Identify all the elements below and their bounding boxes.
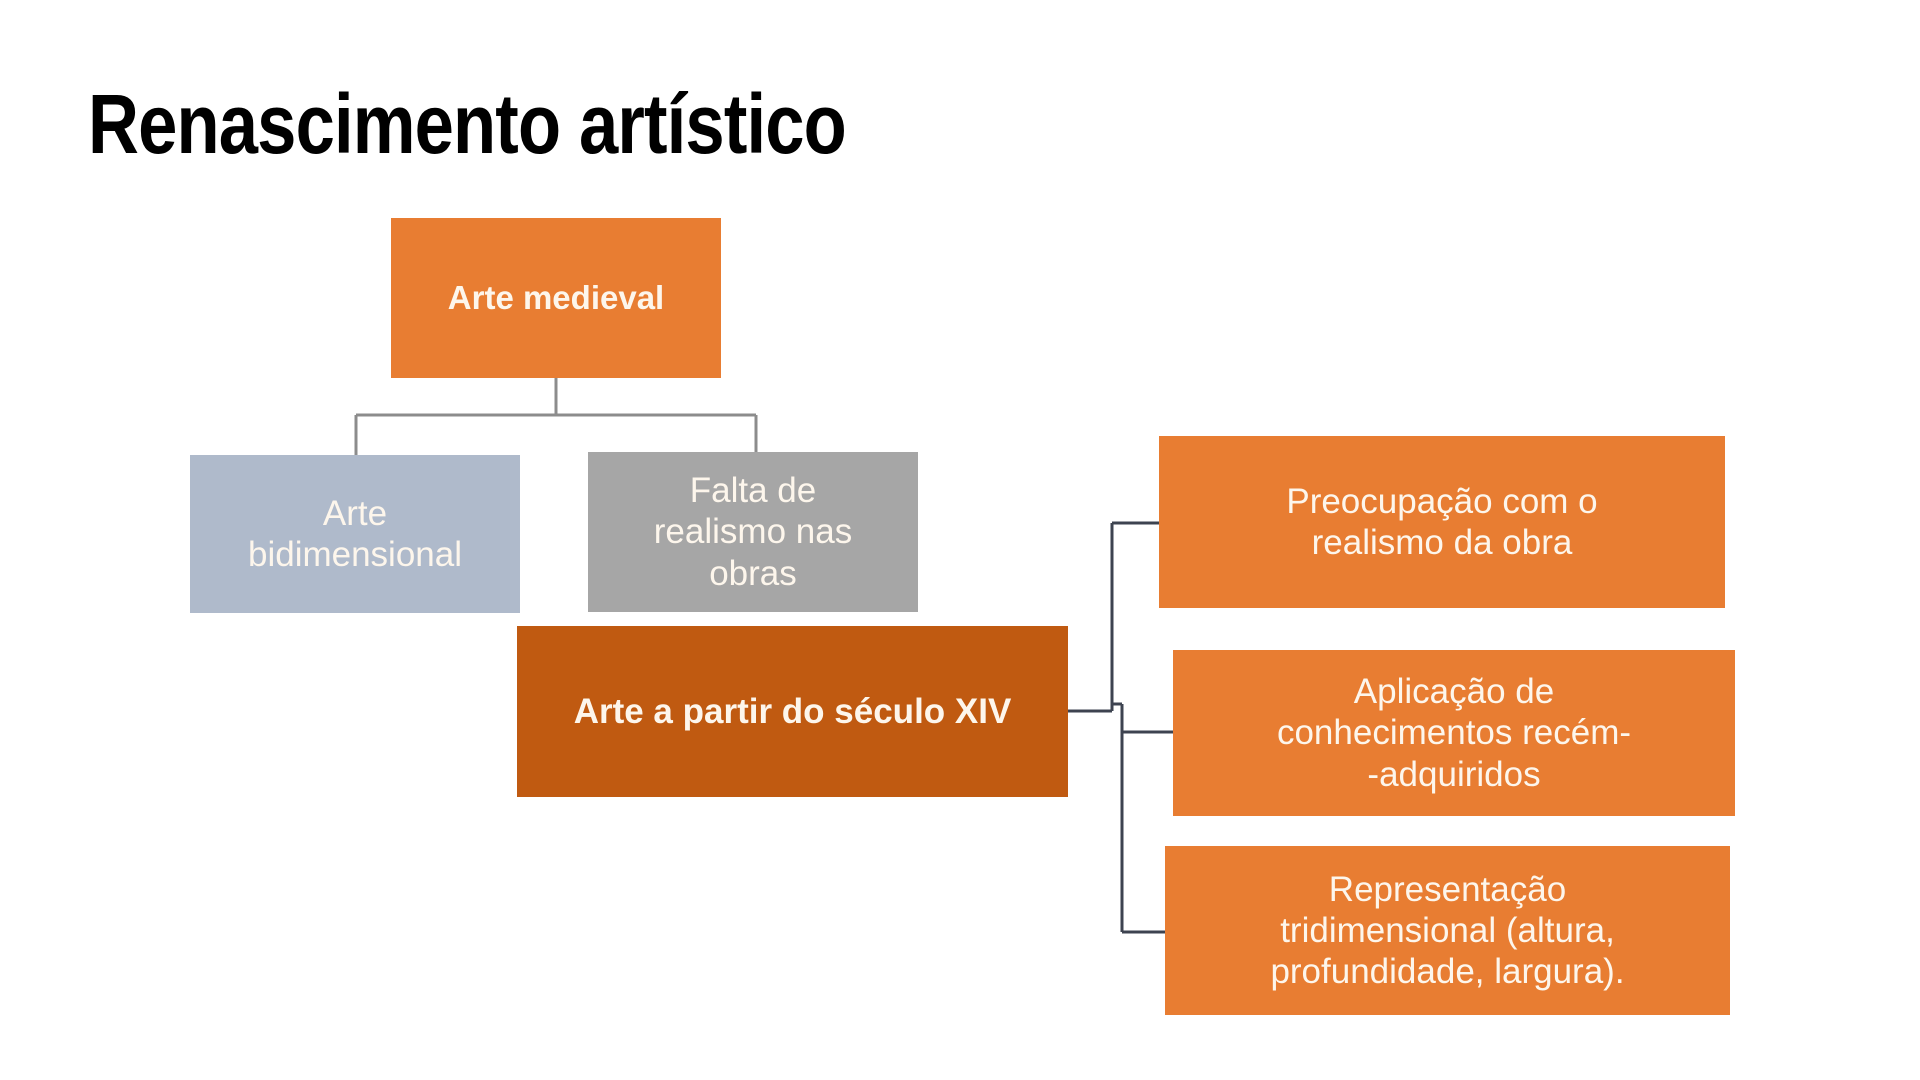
node-arte-medieval[interactable]: Arte medieval: [391, 218, 721, 378]
node-arte-bidimensional-label: Arte bidimensional: [247, 493, 463, 574]
node-arte-a-partir-do-seculo-xiv[interactable]: Arte a partir do século XIV: [517, 626, 1068, 797]
node-preocupacao-realismo-label: Preocupação com o realismo da obra: [1286, 481, 1598, 562]
node-aplicacao-conhecimentos-label: Aplicação de conhecimentos recém- -adqui…: [1276, 672, 1632, 794]
node-aplicacao-conhecimentos[interactable]: Aplicação de conhecimentos recém- -adqui…: [1173, 650, 1735, 816]
node-falta-de-realismo-nas-obras[interactable]: Falta de realismo nas obras: [588, 452, 918, 612]
node-arte-bidimensional[interactable]: Arte bidimensional: [190, 455, 520, 613]
node-representacao-tridimensional[interactable]: Representação tridimensional (altura, pr…: [1165, 846, 1730, 1015]
node-representacao-tridimensional-label: Representação tridimensional (altura, pr…: [1270, 869, 1625, 992]
node-arte-a-partir-do-seculo-xiv-label: Arte a partir do século XIV: [573, 691, 1012, 731]
node-falta-de-realismo-nas-obras-label: Falta de realismo nas obras: [653, 471, 853, 593]
node-arte-medieval-label: Arte medieval: [447, 278, 665, 316]
page-title: Renascimento artístico: [88, 77, 847, 171]
node-preocupacao-realismo[interactable]: Preocupação com o realismo da obra: [1159, 436, 1725, 608]
